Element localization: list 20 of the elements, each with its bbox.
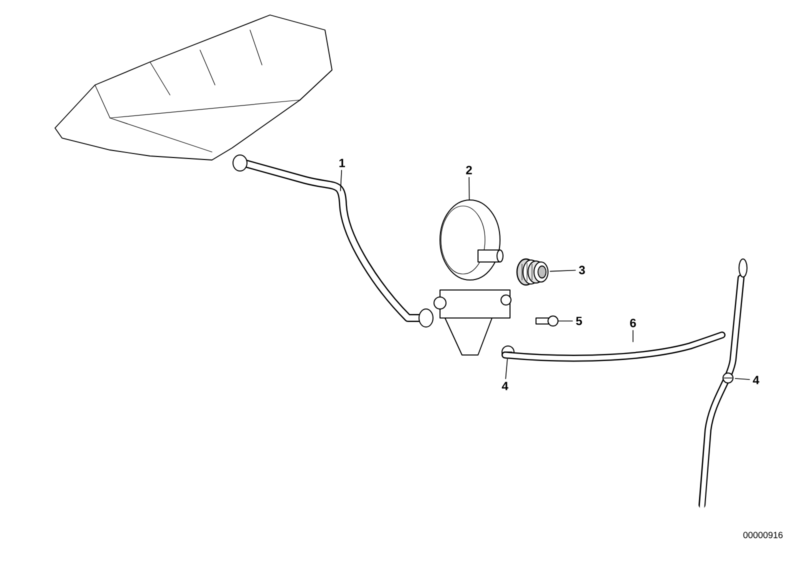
callout-number: 5 <box>576 316 582 326</box>
callout-number: 4 <box>752 376 760 384</box>
leader-line <box>468 177 470 200</box>
leader-line <box>632 330 634 342</box>
callout-number: 2 <box>466 166 472 174</box>
leader-line <box>734 378 750 380</box>
bolt-drawing <box>536 316 558 326</box>
valve-drawing <box>434 200 512 356</box>
leader-line <box>340 170 342 192</box>
callout-number: 4 <box>502 382 508 390</box>
leader-line <box>505 358 508 380</box>
leader-line <box>558 320 573 322</box>
grommet-drawing <box>516 258 548 286</box>
clamp-drawing <box>722 372 734 384</box>
callout-number: 3 <box>578 266 585 274</box>
hose-drawing <box>502 332 726 362</box>
hose-drawing <box>232 154 434 328</box>
leader-line <box>550 270 576 272</box>
drawing-number: 00000916 <box>743 532 783 538</box>
callout-number: 6 <box>630 318 636 328</box>
